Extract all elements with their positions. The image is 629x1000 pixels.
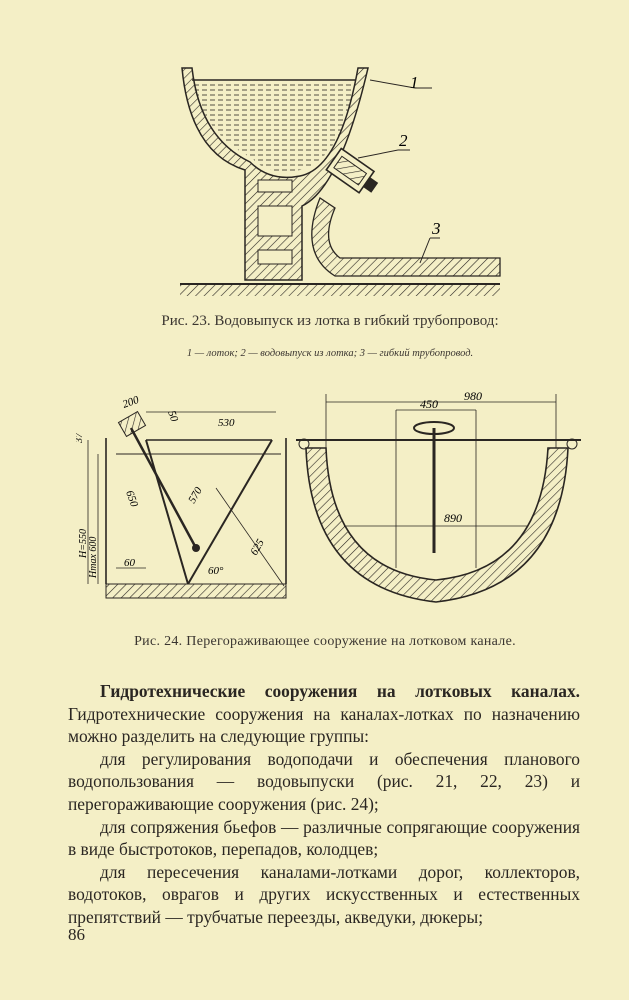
dim-650: 650 xyxy=(123,489,140,509)
list-item: для пересечения каналами-лотками дорог, … xyxy=(68,861,580,927)
dim-60: 60 xyxy=(124,557,136,569)
dim-50: 50 xyxy=(165,409,180,424)
label-3: 3 xyxy=(431,219,441,238)
intro-text: Гидротехнические сооружения на каналах-л… xyxy=(68,703,580,747)
dim-570: 570 xyxy=(186,485,205,506)
figure-24-trough-drawing: 980 450 890 xyxy=(296,389,581,603)
dim-890: 890 xyxy=(444,511,462,525)
list-item: для регулирования водоподачи и обеспечен… xyxy=(68,748,580,814)
dim-200: 200 xyxy=(121,394,141,411)
dim-37: 37 xyxy=(76,432,85,444)
list-item: для сопряжения бьефов — различные сопряг… xyxy=(68,816,580,860)
page-number: 86 xyxy=(68,925,85,944)
figure-23-legend: 1 — лоток; 2 — водовыпуск из лотка; 3 — … xyxy=(186,348,474,359)
dim-h-550: H=550 xyxy=(78,529,89,559)
body-text: Гидротехнические сооружения на лотковых … xyxy=(68,680,580,929)
label-1: 1 xyxy=(410,73,419,92)
figure-24-caption: Рис. 24. Перегораживающее сооружение на … xyxy=(134,634,516,649)
dim-hmax-600: Hmax 600 xyxy=(88,537,99,579)
dim-530: 530 xyxy=(218,417,235,429)
figure-23-drawing: 1 2 3 xyxy=(180,67,501,296)
figure-24-section-drawing: 200 50 530 37 650 570 625 60 60° H=550 H… xyxy=(76,394,287,599)
intro-paragraph: Гидротехнические сооружения на лотковых … xyxy=(68,680,580,748)
section-heading: Гидротехнические сооружения на лотковых … xyxy=(100,681,580,701)
dim-60-deg: 60° xyxy=(208,565,224,577)
label-2: 2 xyxy=(399,131,408,150)
dim-625: 625 xyxy=(248,537,267,558)
figure-23-caption: Рис. 23. Водовыпуск из лотка в гибкий тр… xyxy=(161,313,499,329)
dim-980: 980 xyxy=(464,389,482,403)
dim-450: 450 xyxy=(420,397,438,411)
